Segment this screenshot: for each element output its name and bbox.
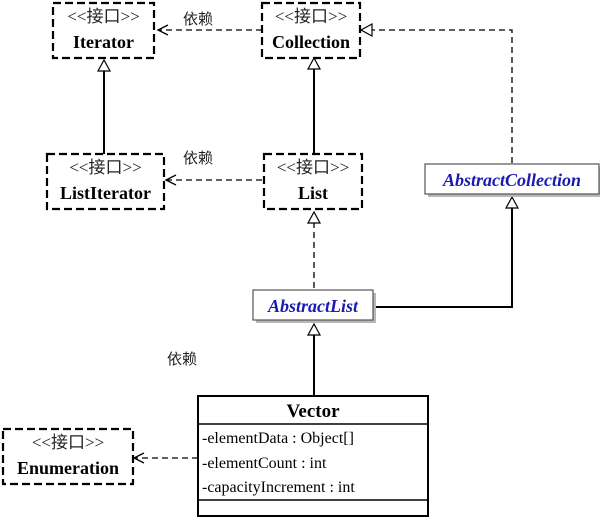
- interface-list: <<接口>> List: [262, 152, 364, 211]
- class-name-abstractlist: AbstractList: [267, 296, 359, 316]
- interface-listiterator: <<接口>> ListIterator: [45, 152, 166, 211]
- generalization-list-collection: [306, 56, 322, 154]
- interface-enumeration: <<接口>> Enumeration: [1, 427, 135, 486]
- interface-collection: <<接口>> Collection: [260, 1, 362, 60]
- dependency-vector-enumeration: [132, 452, 198, 464]
- class-name-iterator: Iterator: [73, 32, 134, 52]
- class-name-vector: Vector: [286, 401, 340, 422]
- attribute-element-count: -elementCount : int: [202, 455, 327, 472]
- class-name-abstractcollection: AbstractCollection: [442, 170, 581, 190]
- stereotype-label: <<接口>>: [67, 7, 139, 26]
- realization-abstractlist-list: [306, 210, 322, 288]
- abstract-class-abstractlist: AbstractList: [252, 289, 376, 323]
- class-vector: Vector -elementData : Object[] -elementC…: [197, 395, 429, 517]
- generalization-vector-abstractlist: [306, 322, 322, 396]
- interface-iterator: <<接口>> Iterator: [51, 1, 156, 60]
- stereotype-label: <<接口>>: [32, 433, 104, 452]
- stereotype-label: <<接口>>: [275, 7, 347, 26]
- class-name-enumeration: Enumeration: [17, 458, 119, 478]
- class-name-list: List: [298, 183, 328, 203]
- attribute-element-data: -elementData : Object[]: [202, 430, 354, 447]
- dependency-label-top: 依赖: [183, 10, 213, 28]
- class-name-listiterator: ListIterator: [60, 183, 151, 203]
- generalization-listiterator-iterator: [96, 58, 112, 154]
- generalization-abstractlist-abstractcollection: [375, 195, 520, 308]
- dependency-label-middle: 依赖: [183, 149, 213, 167]
- stereotype-label: <<接口>>: [69, 158, 141, 177]
- stereotype-label: <<接口>>: [277, 158, 349, 177]
- attribute-capacity-increment: -capacityIncrement : int: [202, 479, 355, 496]
- dependency-list-listiterator: [164, 174, 262, 186]
- dependency-collection-iterator: [156, 24, 262, 36]
- abstract-class-abstractcollection: AbstractCollection: [424, 163, 600, 197]
- dependency-label-bottom: 依赖: [167, 350, 197, 368]
- realization-abstractcollection-collection: [359, 22, 513, 163]
- class-name-collection: Collection: [272, 32, 350, 52]
